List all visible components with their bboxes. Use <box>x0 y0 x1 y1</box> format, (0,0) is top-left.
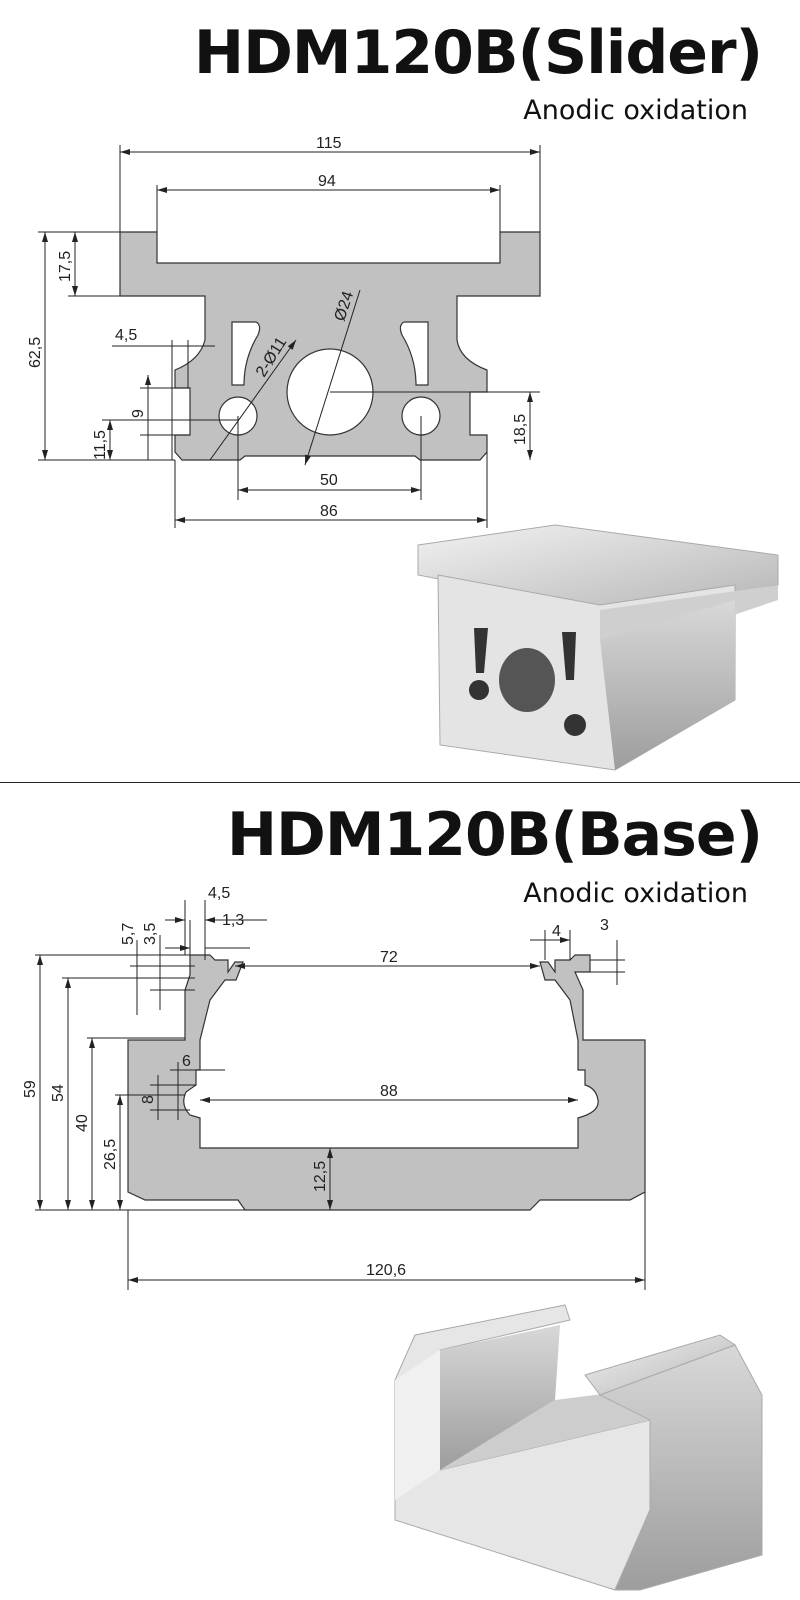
slider-subtitle: Anodic oxidation <box>523 95 748 126</box>
dim-6: 6 <box>182 1053 191 1070</box>
slider-profile <box>119 231 541 461</box>
slider-title: HDM120B(Slider) <box>193 18 763 88</box>
dim-40: 40 <box>74 1114 91 1132</box>
dim-94: 94 <box>318 173 336 190</box>
dim-3: 3 <box>600 917 609 934</box>
dim-88: 88 <box>380 1083 398 1100</box>
dim-11-5: 11,5 <box>92 430 109 460</box>
dim-72: 72 <box>380 949 398 966</box>
dim-9: 9 <box>130 409 147 418</box>
dim-62-5: 62,5 <box>27 337 44 368</box>
dim-1-3: 1,3 <box>222 912 244 929</box>
dim-115: 115 <box>316 135 342 152</box>
dim-8: 8 <box>140 1095 157 1104</box>
dim-54: 54 <box>50 1084 67 1102</box>
base-3d-render <box>394 1304 763 1591</box>
dim-3-5: 3,5 <box>142 923 159 945</box>
dim-86: 86 <box>320 503 338 520</box>
dim-26-5: 26,5 <box>102 1139 119 1170</box>
base-title: HDM120B(Base) <box>226 800 763 870</box>
dim-4-5: 4,5 <box>115 327 137 344</box>
slider-dimensions: 115 94 17,5 62,5 4,5 2-Ø11 Ø24 9 11,5 18… <box>27 135 541 528</box>
dim-5-7: 5,7 <box>120 923 137 945</box>
dim-4: 4 <box>552 923 561 940</box>
dim-12-5: 12,5 <box>312 1161 329 1192</box>
dim-17-5: 17,5 <box>57 251 74 282</box>
dim-120-6: 120,6 <box>366 1262 406 1279</box>
dim-18-5: 18,5 <box>512 414 529 445</box>
dim-4-5: 4,5 <box>208 885 230 902</box>
base-profile <box>127 954 646 1211</box>
dim-50: 50 <box>320 472 338 489</box>
base-subtitle: Anodic oxidation <box>523 878 748 909</box>
slider-3d-render <box>417 524 779 771</box>
dim-59: 59 <box>22 1080 39 1098</box>
section-divider <box>0 782 800 783</box>
base-dimensions: 4,5 1,3 5,7 3,5 4 3 72 59 54 40 26,5 6 8… <box>22 885 646 1290</box>
